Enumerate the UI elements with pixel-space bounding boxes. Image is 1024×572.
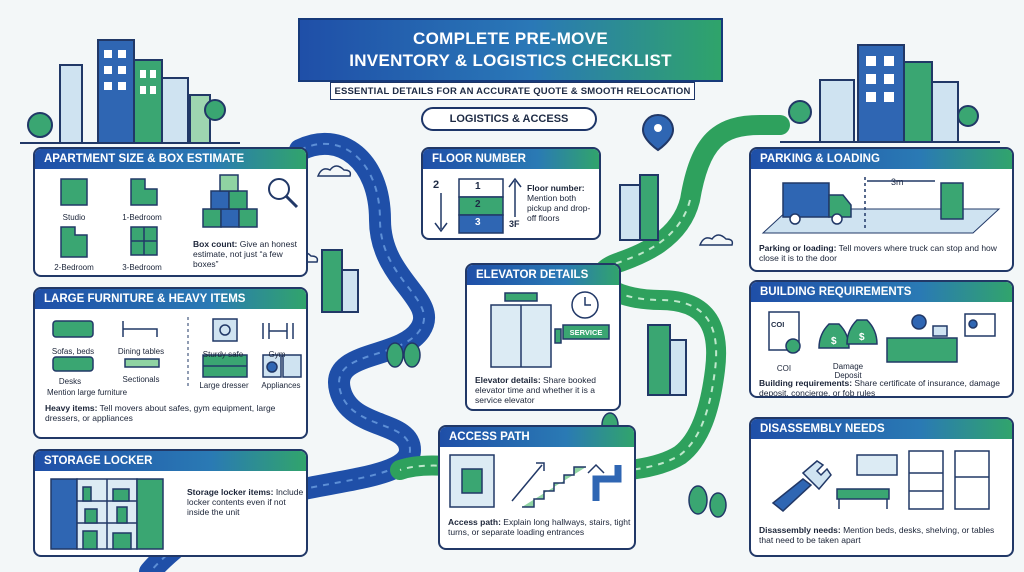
elevator-details-note: Elevator details: Share booked elevator … — [475, 375, 596, 405]
floor-level-3: 3 — [475, 217, 481, 228]
bed-frame-icon — [836, 488, 890, 500]
title-line-2: INVENTORY & LOGISTICS CHECKLIST — [349, 51, 672, 70]
floor-badge: 3F — [509, 219, 520, 229]
wrench-icon — [801, 460, 832, 491]
storage-locker-icon — [50, 478, 164, 550]
two-bedroom-plan-icon — [60, 226, 88, 258]
storage-locker-note: Storage locker items: Include locker con… — [187, 487, 304, 517]
card-heading: APARTMENT SIZE & BOX ESTIMATE — [35, 149, 306, 169]
card-heading: FLOOR NUMBER — [423, 149, 599, 169]
elevator-icon — [490, 291, 610, 368]
door-icon — [940, 182, 964, 220]
section-label: LOGISTICS & ACCESS — [421, 107, 597, 131]
wrench-arm-icon — [771, 478, 813, 512]
disassembly-icons — [771, 450, 990, 512]
shelving-icon — [908, 450, 944, 510]
card-heading: BUILDING REQUIREMENTS — [751, 282, 1012, 302]
money-bag-icon — [818, 323, 850, 349]
floor-level-1: 1 — [475, 181, 481, 192]
building-requirement-icons: $ $ — [768, 311, 996, 363]
mid-buildings — [321, 174, 687, 396]
item-label-gym: Gym — [268, 350, 286, 359]
access-path-note: Access path: Explain long hallways, stai… — [448, 517, 631, 537]
svg-text:$: $ — [831, 336, 837, 347]
item-label-sofas: Sofas, beds — [51, 347, 95, 356]
desk-sofa-icon — [52, 356, 94, 372]
chair-frame-icon — [954, 450, 990, 510]
card-building-requirements: BUILDING REQUIREMENTS $ $ COI COI Damage… — [749, 280, 1014, 398]
furniture-icons — [52, 317, 302, 387]
floor-level-2: 2 — [475, 199, 481, 210]
item-label-large-dresser: Large dresser — [199, 381, 249, 390]
card-parking-loading: PARKING & LOADING 3m Parking or loading:… — [749, 147, 1014, 272]
layout-label-1-bedroom: 1-Bedroom — [122, 213, 162, 222]
card-large-furniture: LARGE FURNITURE & HEAVY ITEMS Sofas, bed… — [33, 287, 308, 439]
turn-arrow-icon — [592, 465, 622, 501]
concierge-desk-icon — [886, 337, 958, 363]
subtitle: ESSENTIAL DETAILS FOR AN ACCURATE QUOTE … — [330, 82, 695, 100]
card-heading: ACCESS PATH — [440, 427, 634, 447]
floor-stack-icon — [434, 177, 522, 234]
disassembly-note: Disassembly needs: Mention beds, desks, … — [759, 525, 995, 545]
sofa-icon — [52, 320, 94, 338]
item-label-desks: Desks — [58, 377, 82, 386]
studio-plan-icon — [60, 178, 88, 206]
stairs-icon — [522, 466, 586, 508]
damage-deposit-caption: Damage Deposit — [832, 362, 864, 380]
card-heading: PARKING & LOADING — [751, 149, 1012, 169]
item-label-sectionals: Sectionals — [122, 375, 160, 384]
floor-plan-icons — [60, 178, 158, 258]
safe-icon — [212, 318, 238, 342]
blue-road-lines — [149, 142, 426, 572]
card-access-path: ACCESS PATH Access path: Explain long ha… — [438, 425, 636, 550]
title-banner: COMPLETE PRE-MOVE INVENTORY & LOGISTICS … — [298, 18, 723, 82]
card-heading: ELEVATOR DETAILS — [467, 265, 619, 285]
item-label-appliances: Appliances — [261, 381, 301, 390]
layout-label-3-bedroom: 3-Bedroom — [122, 263, 162, 272]
card-heading: DISASSEMBLY NEEDS — [751, 419, 1012, 439]
card-heading: LARGE FURNITURE & HEAVY ITEMS — [35, 289, 306, 309]
heavy-items-note: Heavy items: Tell movers about safes, gy… — [45, 403, 276, 423]
service-sign: SERVICE — [569, 328, 603, 337]
right-skyline — [780, 44, 1000, 143]
coi-document-label: COI — [771, 320, 785, 329]
access-path-icons — [449, 454, 622, 508]
sectional-icon — [124, 358, 160, 368]
dumbbell-icon — [262, 323, 294, 339]
item-label-dining-tables: Dining tables — [117, 347, 165, 356]
coi-caption: COI — [776, 364, 792, 373]
layout-label-studio: Studio — [62, 213, 86, 222]
truck-and-door-icon — [761, 177, 1001, 234]
box-count-note: Box count: Give an honest estimate, not … — [193, 239, 297, 269]
card-elevator-details: ELEVATOR DETAILS SERVICE Elevator detail… — [465, 263, 621, 411]
bed-icon — [122, 321, 158, 337]
boxes-and-magnifier-icon — [202, 174, 299, 228]
building-requirements-note: Building requirements: Share certificate… — [759, 378, 1000, 398]
title-line-1: COMPLETE PRE-MOVE — [413, 29, 608, 48]
floor-number-note: Floor number: Mention both pickup and dr… — [527, 183, 591, 223]
location-pin-icon — [641, 113, 675, 152]
item-label-sturdy-safe: Sturdy safe — [202, 350, 244, 359]
layout-label-2-bedroom: 2-Bedroom — [54, 263, 94, 272]
parking-distance: 3m — [891, 177, 904, 187]
floor-level-left: 2 — [433, 179, 440, 191]
card-disassembly-needs: DISASSEMBLY NEEDS Disassembly needs: Men… — [749, 417, 1014, 557]
svg-text:$: $ — [859, 332, 865, 343]
card-floor-number: FLOOR NUMBER 2 1 2 3 3F Floor number: Me… — [421, 147, 601, 240]
left-skyline — [20, 39, 240, 144]
truck-icon — [782, 182, 830, 218]
item-label-mention-large: Mention large furniture — [47, 388, 128, 397]
parking-note: Parking or loading: Tell movers where tr… — [759, 243, 997, 263]
card-heading: STORAGE LOCKER — [35, 451, 306, 471]
card-storage-locker: STORAGE LOCKER Storage locker items: Inc… — [33, 449, 308, 557]
card-apartment-size: APARTMENT SIZE & BOX ESTIMATE Studio 1-B… — [33, 147, 308, 277]
one-bedroom-plan-icon — [130, 178, 158, 206]
